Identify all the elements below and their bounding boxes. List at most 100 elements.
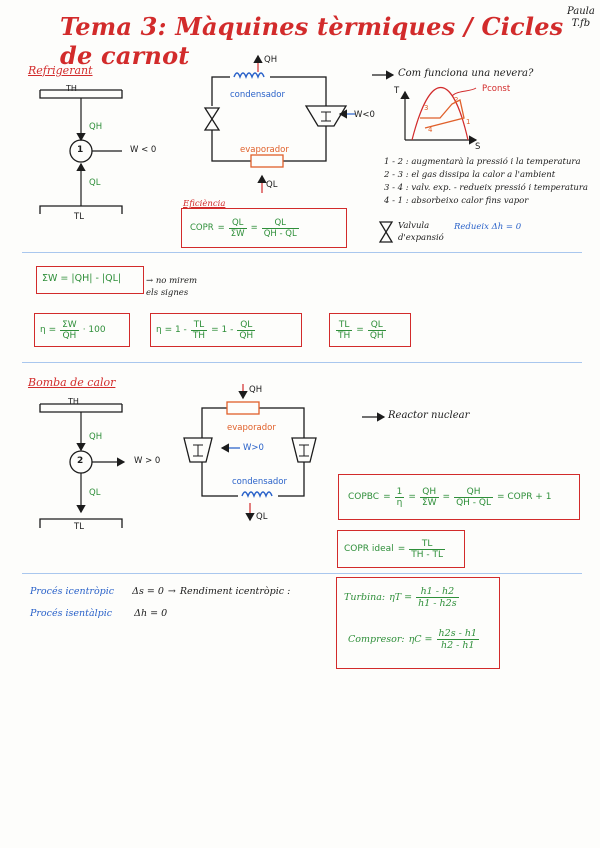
frac-num: QL <box>367 320 386 331</box>
cycle-step: 4 - 1 : absorbeixo calor fins vapor <box>384 196 529 206</box>
refrigerant-qh-label: QH <box>89 122 103 132</box>
frac-num: QL <box>228 218 247 229</box>
ts-axis-s: S <box>475 142 481 152</box>
eta2-mid: = 1 - <box>211 325 234 335</box>
sign-note-line: → no mirem <box>146 276 198 286</box>
valve-label: d'expansió <box>398 233 444 243</box>
section-divider <box>22 573 582 574</box>
expansion-valve-icon <box>203 107 221 131</box>
sum-w-equation: ΣW = |QH| - |QL| <box>42 273 122 284</box>
isentropic-result: Rendiment icentròpic : <box>179 586 291 597</box>
cop-r-symbol: COPR <box>190 223 214 233</box>
isentropic-row: Procés icentròpic Δs = 0 → Rendiment ice… <box>30 586 290 597</box>
author-name: Paula <box>567 6 595 17</box>
sign-note-line: els signes <box>146 288 189 298</box>
question-text: Com funciona una nevera? <box>398 68 534 79</box>
isentropic-label: Procés icentròpic <box>30 586 115 597</box>
cycle2-work-label: W>0 <box>243 443 264 453</box>
refrigerant-circle-number: 1 <box>77 145 84 155</box>
heat-pump-section-label: Bomba de calor <box>28 376 116 389</box>
reactor-label: Reactor nuclear <box>388 410 470 421</box>
cop-ideal-symbol: COPR ideal <box>344 544 394 554</box>
eta1-tail: · 100 <box>82 325 106 335</box>
ts-diagram <box>400 87 478 145</box>
valve-label: Valvula <box>398 221 430 231</box>
heat-pump-tl-label: TL <box>74 522 84 532</box>
cycle2-qh-label: QH <box>249 385 263 395</box>
isenthalpic-eq: Δh = 0 <box>134 608 168 619</box>
frac-den: QH <box>239 330 254 341</box>
cop-bc-tail: = COPR + 1 <box>497 492 552 502</box>
cycle-steps-list: 1 - 2 : augmentarà la pressió i la tempe… <box>384 156 588 208</box>
frac-den: QH <box>369 330 384 341</box>
turbine-label: Turbina: <box>344 591 386 603</box>
frac-num: h2s - h1 <box>436 627 479 640</box>
heat-pump-th-label: TH <box>68 397 79 406</box>
frac-num: QL <box>237 320 256 331</box>
cop-r-box <box>181 208 347 248</box>
frac-den: h2 - h1 <box>440 639 475 651</box>
cycle1-work-label: W<0 <box>354 110 375 120</box>
frac-num: h1 - h2 <box>416 586 459 598</box>
cycle2-ql-label: QL <box>256 512 268 522</box>
frac-num: QH <box>454 487 493 498</box>
isentropic-arrow: → <box>167 586 176 597</box>
eta2-lhs: η = 1 - <box>156 325 187 335</box>
frac-num: QH <box>419 487 439 498</box>
valve-legend-text: Valvula d'expansió <box>398 220 444 244</box>
sign-note: → no mirem els signes <box>146 275 197 299</box>
heat-pump-work-label: W > 0 <box>134 456 161 466</box>
refrigerant-work-label: W < 0 <box>130 145 157 155</box>
eta1-lhs: η = <box>40 325 57 335</box>
frac-num: TL <box>190 320 208 331</box>
frac-den: ΣW <box>230 228 245 239</box>
ts-point-label: 3 <box>424 104 429 112</box>
refrigerant-th-label: TH <box>66 84 77 93</box>
turbine-eta: ηT = <box>389 591 413 603</box>
cycle-path <box>420 99 465 129</box>
ts-point-label: 4 <box>428 126 433 134</box>
compressor-label: Compresor: <box>348 633 405 645</box>
cycle2-evaporator-label: evaporador <box>227 423 276 433</box>
ts-axis-t: T <box>394 86 400 96</box>
heat-pump-qh-label: QH <box>89 432 103 442</box>
sum-w-box <box>36 266 144 294</box>
frac-num: TL <box>336 320 353 331</box>
efficiency-box <box>336 577 500 669</box>
refrigerant-tl-label: TL <box>74 212 84 222</box>
heat-pump-ql-label: QL <box>89 488 101 498</box>
section-divider <box>22 252 582 253</box>
cycle-step: 3 - 4 : valv. exp. - redueix pressió i t… <box>384 183 588 193</box>
section-divider <box>22 362 582 363</box>
condenser-coil-2 <box>241 491 273 498</box>
heat-pump-cycle-diagram <box>183 384 317 522</box>
ts-point-label: 2 <box>454 96 459 104</box>
cop-bc-box <box>338 474 580 520</box>
ts-point-label: 1 <box>466 118 471 126</box>
frac-den: QH - QL <box>263 228 297 239</box>
refrigerant-reservoir-diagram <box>39 89 123 214</box>
frac-num: 1 <box>394 486 405 498</box>
frac-den: TH <box>192 330 206 341</box>
page-title: Tema 3: Màquines tèrmiques / Cicles de c… <box>60 12 564 70</box>
frac-num: QL <box>261 218 299 229</box>
efficiency-label: Eficiència <box>183 199 226 209</box>
author-code: T.fb <box>571 18 591 29</box>
heat-pump-reservoir-diagram <box>39 403 126 528</box>
cycle1-ql-label: QL <box>266 180 278 190</box>
ratio-box <box>329 313 411 347</box>
cycle-step: 1 - 2 : augmentarà la pressió i la tempe… <box>384 157 581 167</box>
cycle1-qh-label: QH <box>264 55 278 65</box>
cop-bc-symbol: COPBC <box>348 492 380 502</box>
eta1-box <box>34 313 130 347</box>
cycle2-condenser-label: condensador <box>232 477 288 487</box>
author-tag: Paula T.fb <box>567 6 595 30</box>
